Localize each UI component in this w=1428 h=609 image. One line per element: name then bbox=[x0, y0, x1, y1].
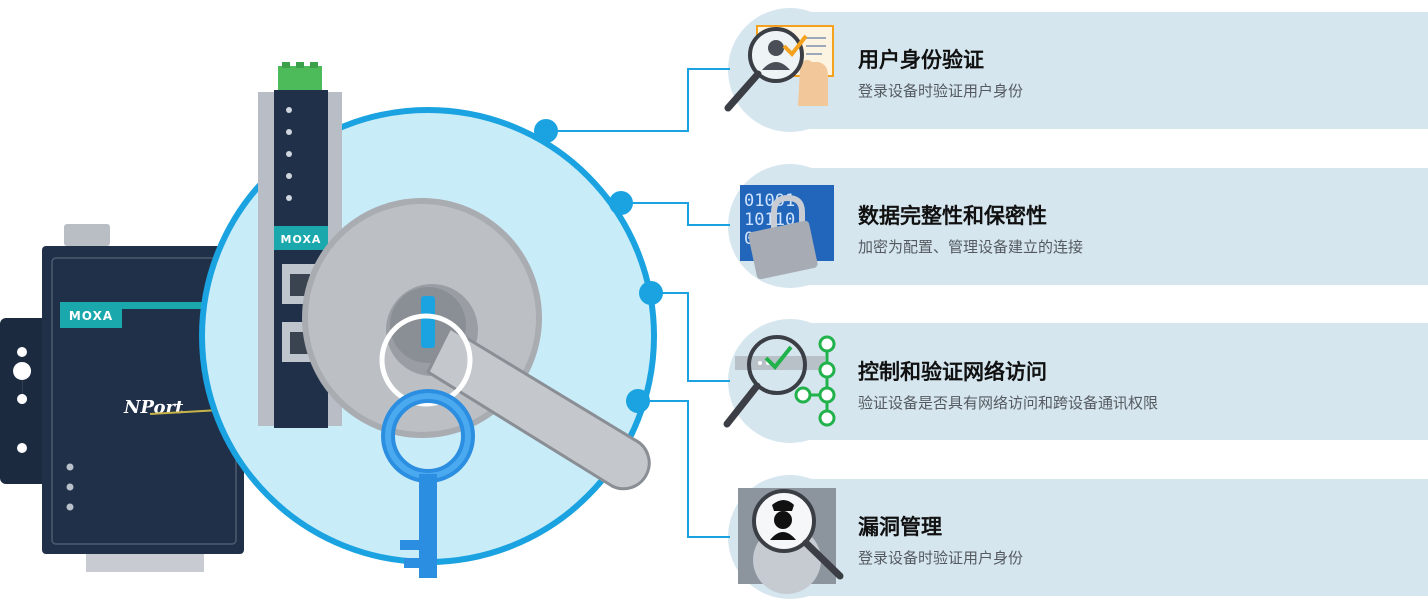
connector-dot-2 bbox=[609, 191, 633, 215]
feature-title-2: 数据完整性和保密性 bbox=[858, 204, 1047, 228]
connector-dot-4 bbox=[626, 389, 650, 413]
feature-panel-1 bbox=[792, 12, 1428, 129]
connector-dot-3 bbox=[639, 281, 663, 305]
left-device-model: NPort bbox=[123, 397, 184, 418]
user-id-magnifier-icon bbox=[724, 25, 834, 112]
connector-dots bbox=[534, 119, 663, 413]
feature-description-2: 加密为配置、管理设备建立的连接 bbox=[858, 238, 1084, 256]
feature-description-3: 验证设备是否具有网络访问和跨设备通讯权限 bbox=[858, 394, 1159, 412]
nport-device: MOXA NPort bbox=[0, 224, 244, 572]
vulnerability-magnifier-icon bbox=[738, 488, 844, 594]
connector-3 bbox=[651, 292, 730, 382]
svg-text:10110: 10110 bbox=[744, 210, 795, 230]
feature-icon-circle-3 bbox=[728, 319, 852, 443]
feature-description-4: 登录设备时验证用户身份 bbox=[858, 549, 1024, 567]
feature-title-3: 控制和验证网络访问 bbox=[858, 360, 1047, 384]
feature-panel-4 bbox=[792, 479, 1428, 596]
feature-panel-3 bbox=[792, 323, 1428, 440]
feature-title-4: 漏洞管理 bbox=[858, 515, 942, 539]
right-device-brand: MOXA bbox=[281, 233, 322, 246]
connector-lines bbox=[546, 68, 730, 538]
lock-handle bbox=[302, 198, 651, 491]
left-device-brand: MOXA bbox=[69, 309, 113, 323]
connector-2 bbox=[621, 202, 730, 226]
connector-1 bbox=[546, 68, 730, 132]
feature-panel-2 bbox=[792, 168, 1428, 285]
binary-padlock-icon: 01001 10110 00101 bbox=[740, 185, 834, 280]
connector-4 bbox=[638, 400, 730, 538]
network-check-magnifier-icon bbox=[723, 335, 836, 428]
connector-dot-1 bbox=[534, 119, 558, 143]
key-icon bbox=[381, 389, 475, 578]
feature-description-1: 登录设备时验证用户身份 bbox=[858, 82, 1024, 100]
feature-title-1: 用户身份验证 bbox=[858, 48, 984, 72]
